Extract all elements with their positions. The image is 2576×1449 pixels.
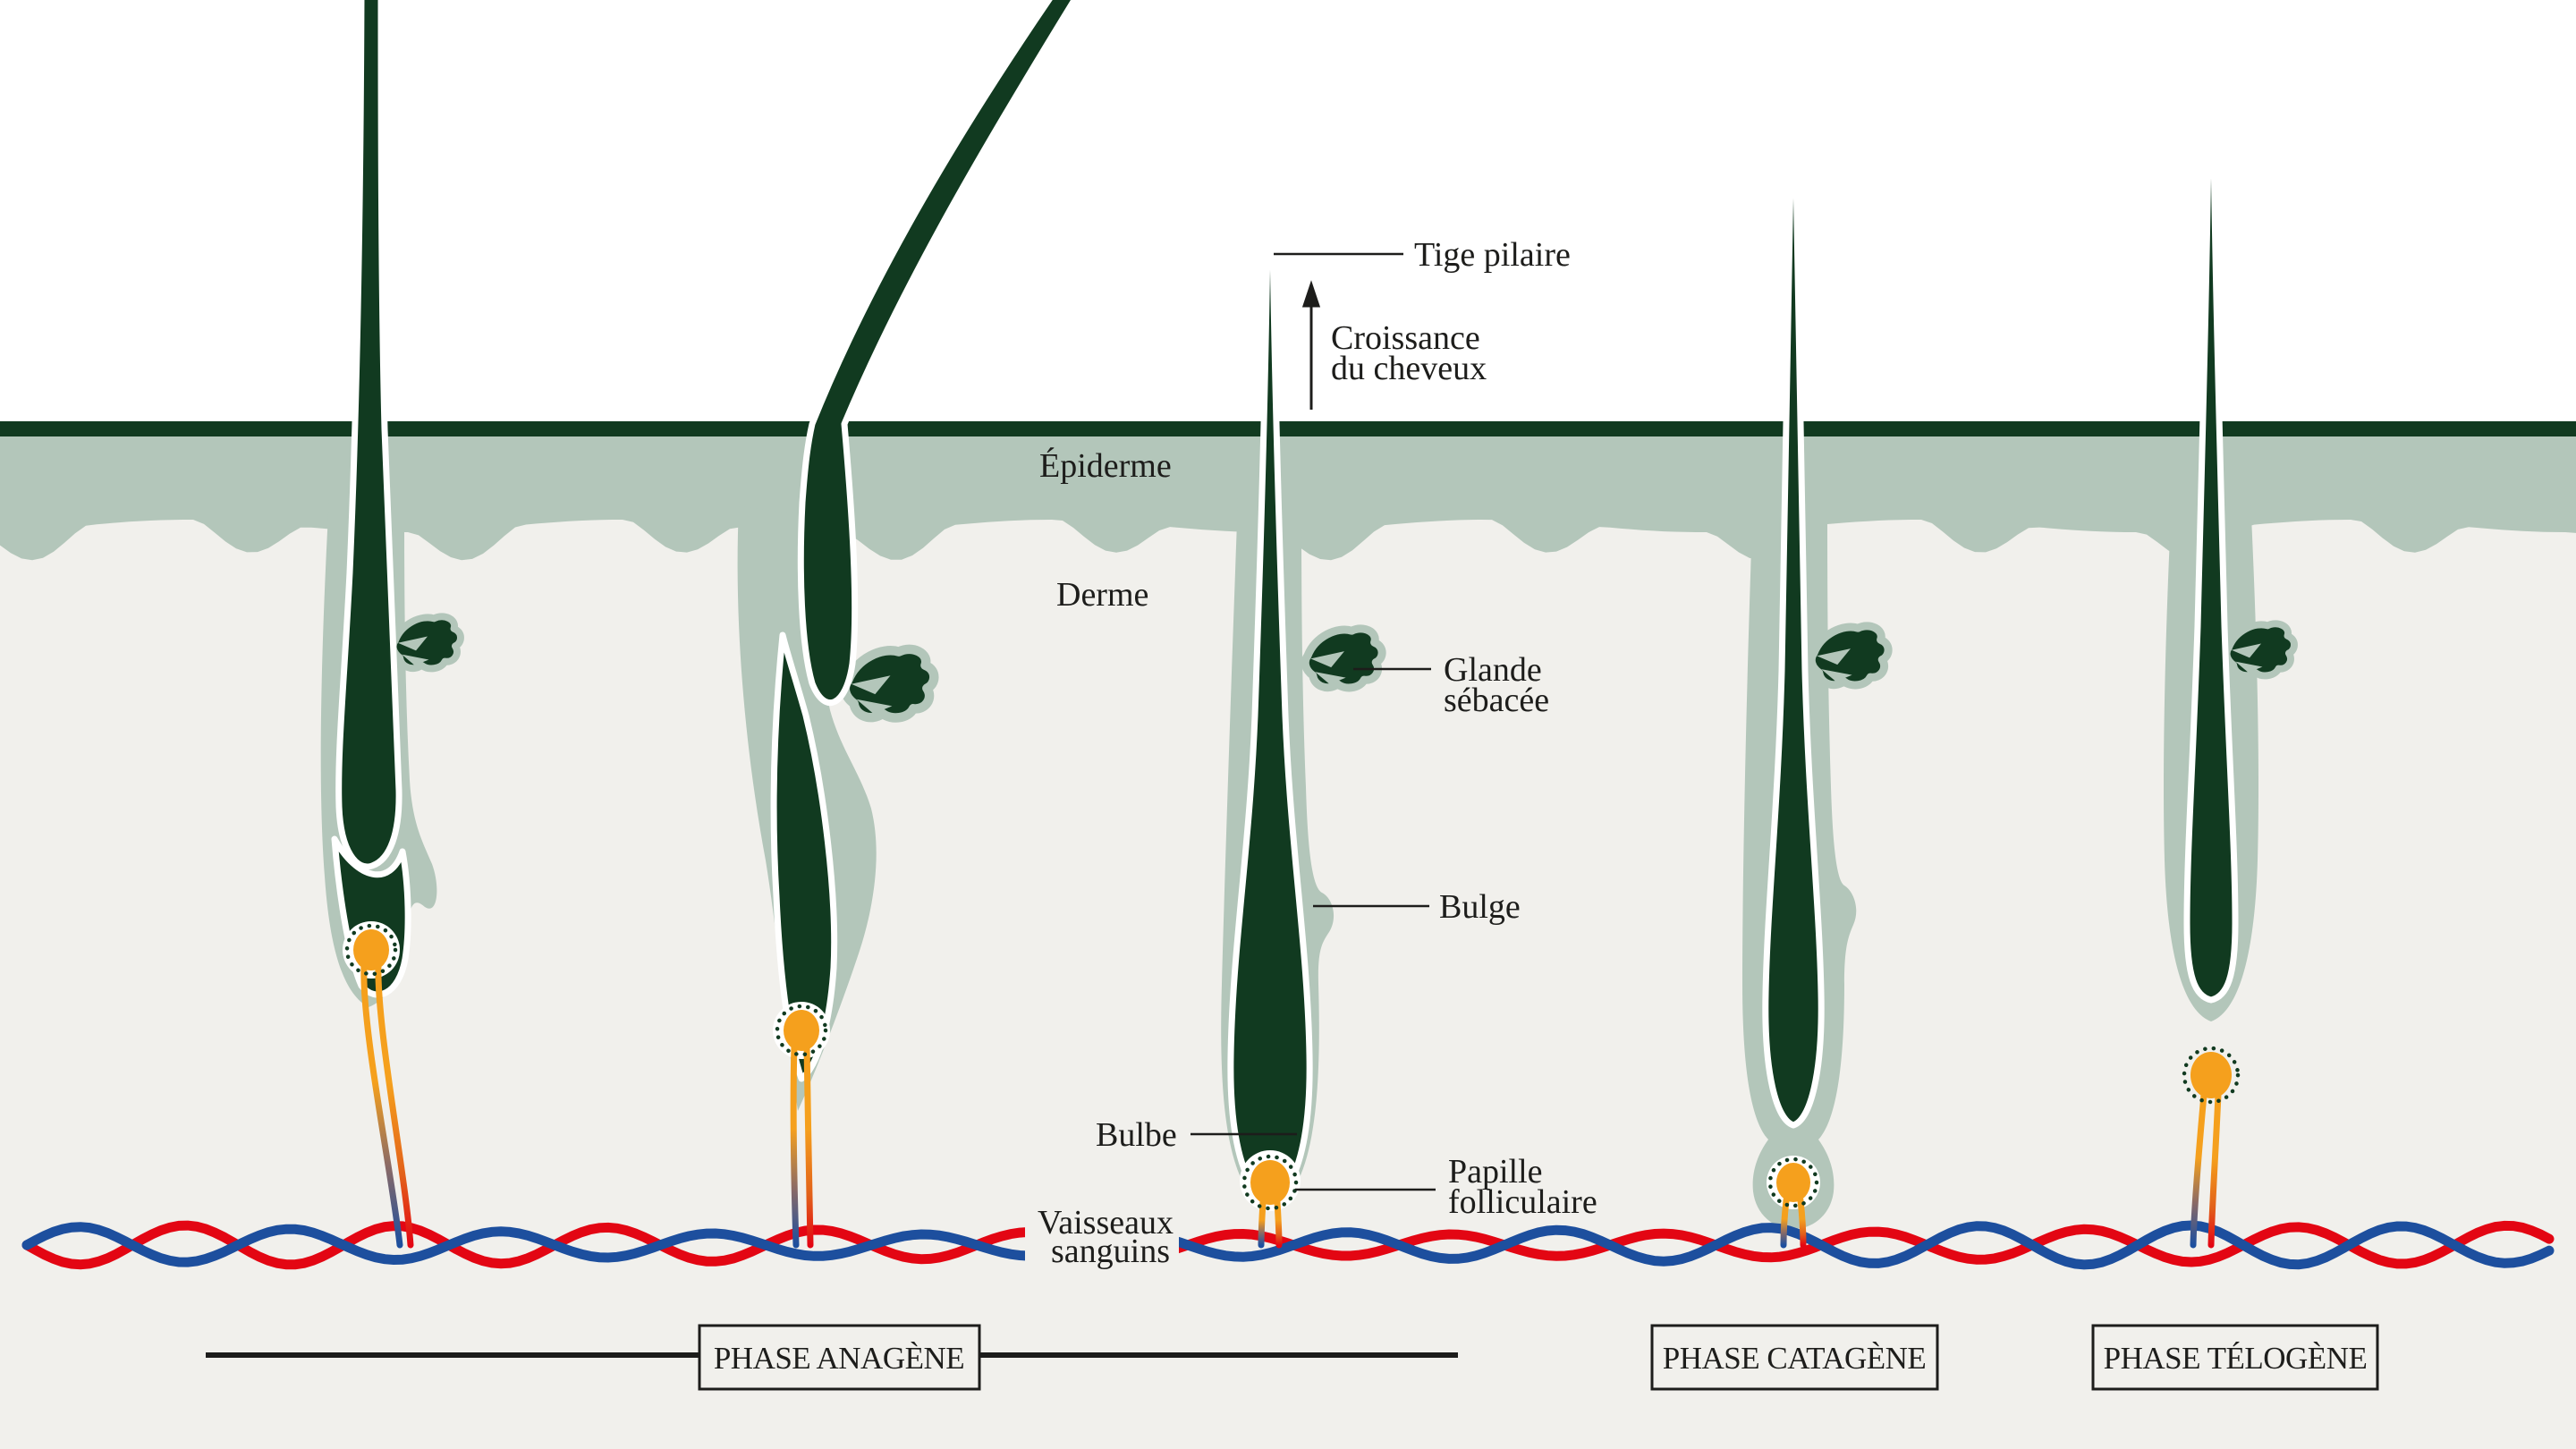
stem-blue [790,1041,800,1249]
label-epiderme: Épiderme [1039,447,1172,485]
label-vaisseaux-line2: sanguins [1051,1233,1170,1270]
sebaceous-gland [394,616,461,668]
phase-telogen-label: PHASE TÉLOGÈNE [2104,1341,2368,1376]
phase-catagen-box [1650,1324,1939,1391]
hair-telogen-club [2183,66,2239,1004]
papilla-stems [360,961,2222,1249]
skin-surface-bar [0,421,2576,436]
stem-red [1797,1197,1807,1249]
stem-blue [2190,1091,2207,1249]
follicular-papilla [1776,1163,1810,1202]
annotations: Tige pilaire Croissance du cheveux Épide… [1038,236,1597,1270]
label-tige-pilaire: Tige pilaire [1414,236,1571,274]
label-papille-line1: Papille [1448,1153,1543,1191]
follicular-papillae [344,923,2241,1211]
growth-arrow-icon [1301,280,1321,410]
label-vaisseaux-line1: Vaisseaux [1038,1204,1174,1241]
stem-red [803,1041,814,1249]
papilla-dotted-ring [775,1004,828,1057]
hair-catagen [1762,120,1825,1129]
phase-catagen-label: PHASE CATAGÈNE [1663,1341,1927,1376]
sebaceous-gland [1305,629,1382,688]
stem-blue [1258,1199,1267,1249]
hair-anagen-early [335,0,402,870]
papilla-dotted-ring [344,923,398,977]
phase-anagen-box [698,1324,981,1391]
blood-vessels [21,1220,2555,1270]
label-glande-line2: sébacée [1444,682,1549,719]
label-bulbe: Bulbe [1096,1116,1177,1154]
hair-anagen-late-curved [797,0,1079,706]
stem-blue [360,961,403,1249]
label-derme: Derme [1056,576,1148,614]
papilla-dotted-ring [1767,1157,1819,1208]
follicular-papilla [1250,1160,1290,1205]
label-bulge: Bulge [1439,888,1521,926]
stem-red [1274,1199,1283,1249]
papilla-dotted-ring [1241,1154,1299,1211]
phase-labels: PHASE ANAGÈNE PHASE CATAGÈNE PHASE TÉLOG… [206,1324,2379,1391]
sebaceous-gland [2227,623,2294,675]
label-croissance-line1: Croissance [1331,319,1480,357]
sebaceous-gland [1811,626,1888,685]
hair-shafts [331,0,2239,1204]
follicular-papilla [353,929,389,970]
follicular-papilla [784,1010,819,1051]
papilla-dotted-ring [2182,1046,2241,1105]
label-glande-line1: Glande [1444,651,1542,689]
follicular-papilla [2190,1052,2232,1098]
blood-vessel-blue [21,1220,2555,1270]
stem-red [2207,1091,2222,1249]
phase-anagen-label: PHASE ANAGÈNE [714,1341,964,1376]
sebaceous-gland [845,649,934,718]
label-croissance-line2: du cheveux [1331,350,1487,387]
vessel-label-mask [1025,1209,1179,1281]
phase-telogen-box [2091,1324,2379,1391]
hair-new-anagen-late [770,631,838,1082]
label-papille-line2: folliculaire [1448,1183,1597,1221]
stem-red [375,961,414,1249]
stem-blue [1780,1197,1790,1249]
